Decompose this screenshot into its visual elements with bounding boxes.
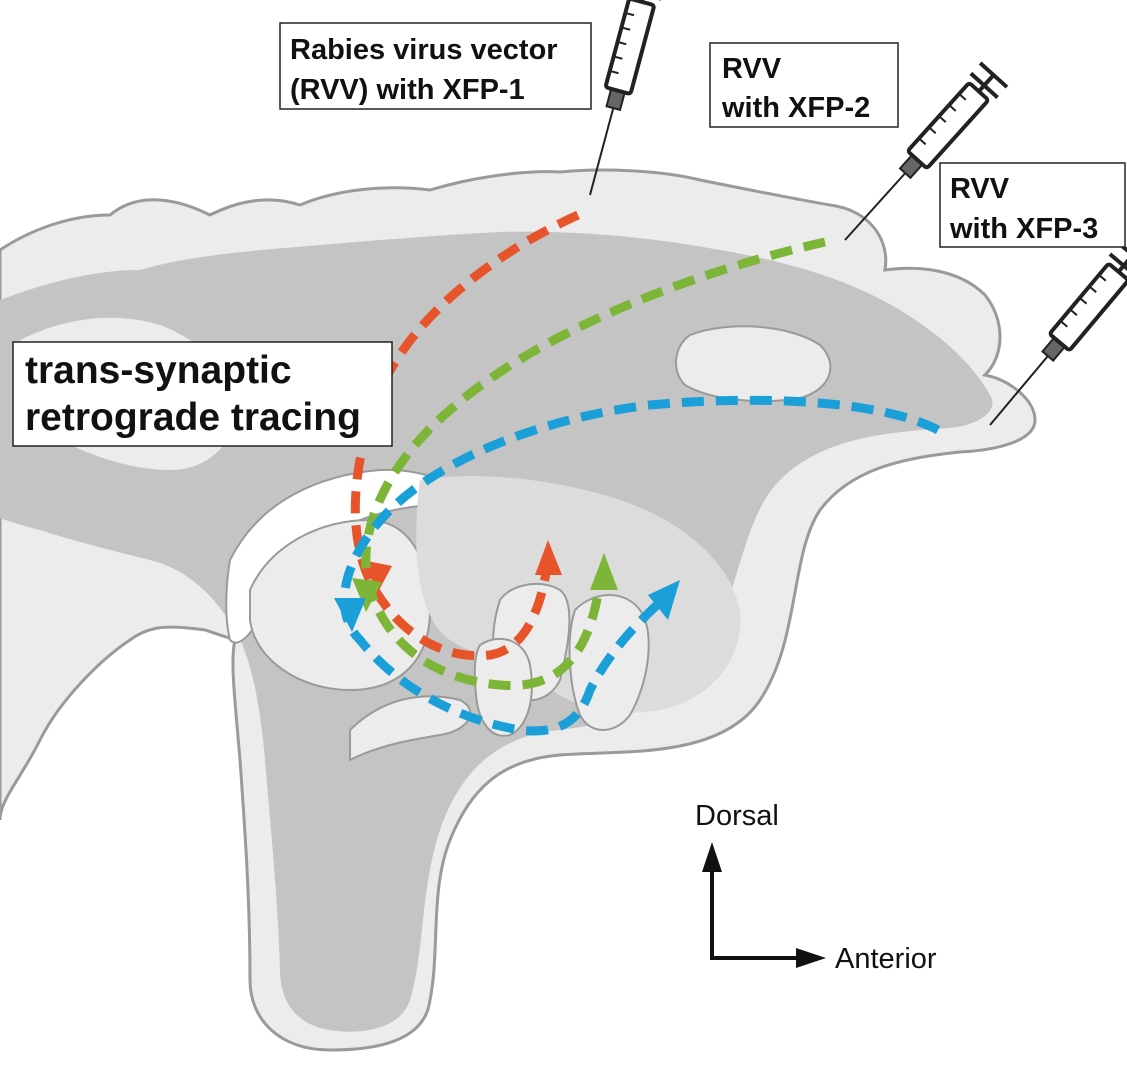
axis-label-anterior: Anterior xyxy=(835,943,937,975)
label-method-line1: trans-synaptic xyxy=(25,349,292,392)
orientation-axes: Dorsal Anterior xyxy=(695,800,937,975)
label-injection-1-line1: Rabies virus vector xyxy=(290,34,558,66)
tract-1-arrowhead-up xyxy=(535,540,562,575)
arrow-icon xyxy=(796,948,826,968)
cortex-fold-3 xyxy=(674,325,832,403)
label-method: trans-synaptic retrograde tracing xyxy=(12,341,393,447)
arrow-icon xyxy=(702,842,722,872)
tract-3-arrowhead-down xyxy=(334,598,366,632)
label-method-line2: retrograde tracing xyxy=(25,396,361,439)
label-injection-1-line2: (RVV) with XFP-1 xyxy=(290,74,525,106)
tract-2-arrowhead-up xyxy=(590,553,618,590)
label-injection-1: Rabies virus vector (RVV) with XFP-1 xyxy=(279,22,592,110)
label-injection-2: RVV with XFP-2 xyxy=(709,42,899,128)
tract-2-arrowhead-down xyxy=(352,578,382,612)
tract-xfp-2 xyxy=(352,237,826,691)
label-injection-3: RVV with XFP-3 xyxy=(939,162,1126,248)
tract-xfp-3 xyxy=(334,395,941,736)
label-injection-3-line1: RVV xyxy=(950,173,1010,205)
brain-section xyxy=(0,168,1037,1052)
axis-label-dorsal: Dorsal xyxy=(695,800,779,832)
label-injection-3-line2: with XFP-3 xyxy=(949,213,1098,245)
tract-3-arrowhead-up xyxy=(648,580,680,620)
label-injection-2-line1: RVV xyxy=(722,53,782,85)
label-injection-2-line2: with XFP-2 xyxy=(721,92,870,124)
